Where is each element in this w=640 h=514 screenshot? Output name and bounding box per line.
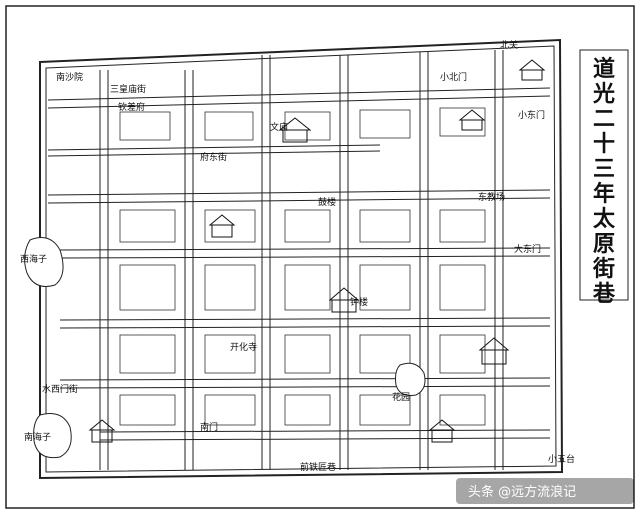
garden-pond <box>395 362 426 396</box>
label-wenmiao: 文庙 <box>270 121 288 133</box>
south-lake <box>33 413 72 459</box>
title-char: 三 <box>593 156 615 182</box>
label-xiaodongmen: 小东门 <box>518 109 545 121</box>
label-shuiximen: 水西门街 <box>42 383 78 395</box>
label-huayuan: 花园 <box>392 391 410 403</box>
title-char: 十 <box>593 131 615 157</box>
label-xiaowutai: 小五台 <box>548 453 575 465</box>
city-wall <box>39 38 564 480</box>
label-sanhuangmiao: 三皇庙街 <box>110 83 146 95</box>
label-dongjiaochang: 东教场 <box>478 191 505 203</box>
title-box <box>579 49 629 301</box>
inner-wall <box>45 45 557 473</box>
title-char: 街 <box>592 256 615 282</box>
label-dadongmen: 大东门 <box>514 243 541 255</box>
watermark-bg <box>456 478 634 504</box>
title-char: 原 <box>593 231 615 257</box>
label-xiaobeimen: 小北门 <box>440 71 467 83</box>
title-char: 光 <box>592 81 615 107</box>
label-xiwu: 西海子 <box>20 253 47 265</box>
label-nanshayuan: 南沙院 <box>56 71 83 83</box>
title-char: 太 <box>593 206 616 232</box>
label-beiguan: 北关 <box>500 39 518 51</box>
label-gulou: 鼓楼 <box>318 196 336 208</box>
label-nanhai: 南海子 <box>24 431 51 443</box>
temple-icons <box>88 59 546 443</box>
title-char: 年 <box>593 181 615 207</box>
label-fudongjie: 府东街 <box>200 151 227 163</box>
streets-horizontal <box>47 87 551 441</box>
label-zhonglou: 钟楼 <box>350 296 368 308</box>
label-qinchaifu: 钦差府 <box>118 101 145 113</box>
streets-vertical <box>99 50 504 470</box>
label-nanmen: 南门 <box>200 421 218 433</box>
west-lake <box>24 237 64 287</box>
title-char: 道 <box>593 56 615 82</box>
label-tiejiangxiang: 前铁匠巷 <box>300 461 336 473</box>
title-char: 巷 <box>592 281 616 307</box>
title-char: 二 <box>593 106 615 132</box>
label-kaihuasi: 开化寺 <box>230 341 257 353</box>
watermark-text: 头条 @远方流浪记 <box>468 484 576 500</box>
